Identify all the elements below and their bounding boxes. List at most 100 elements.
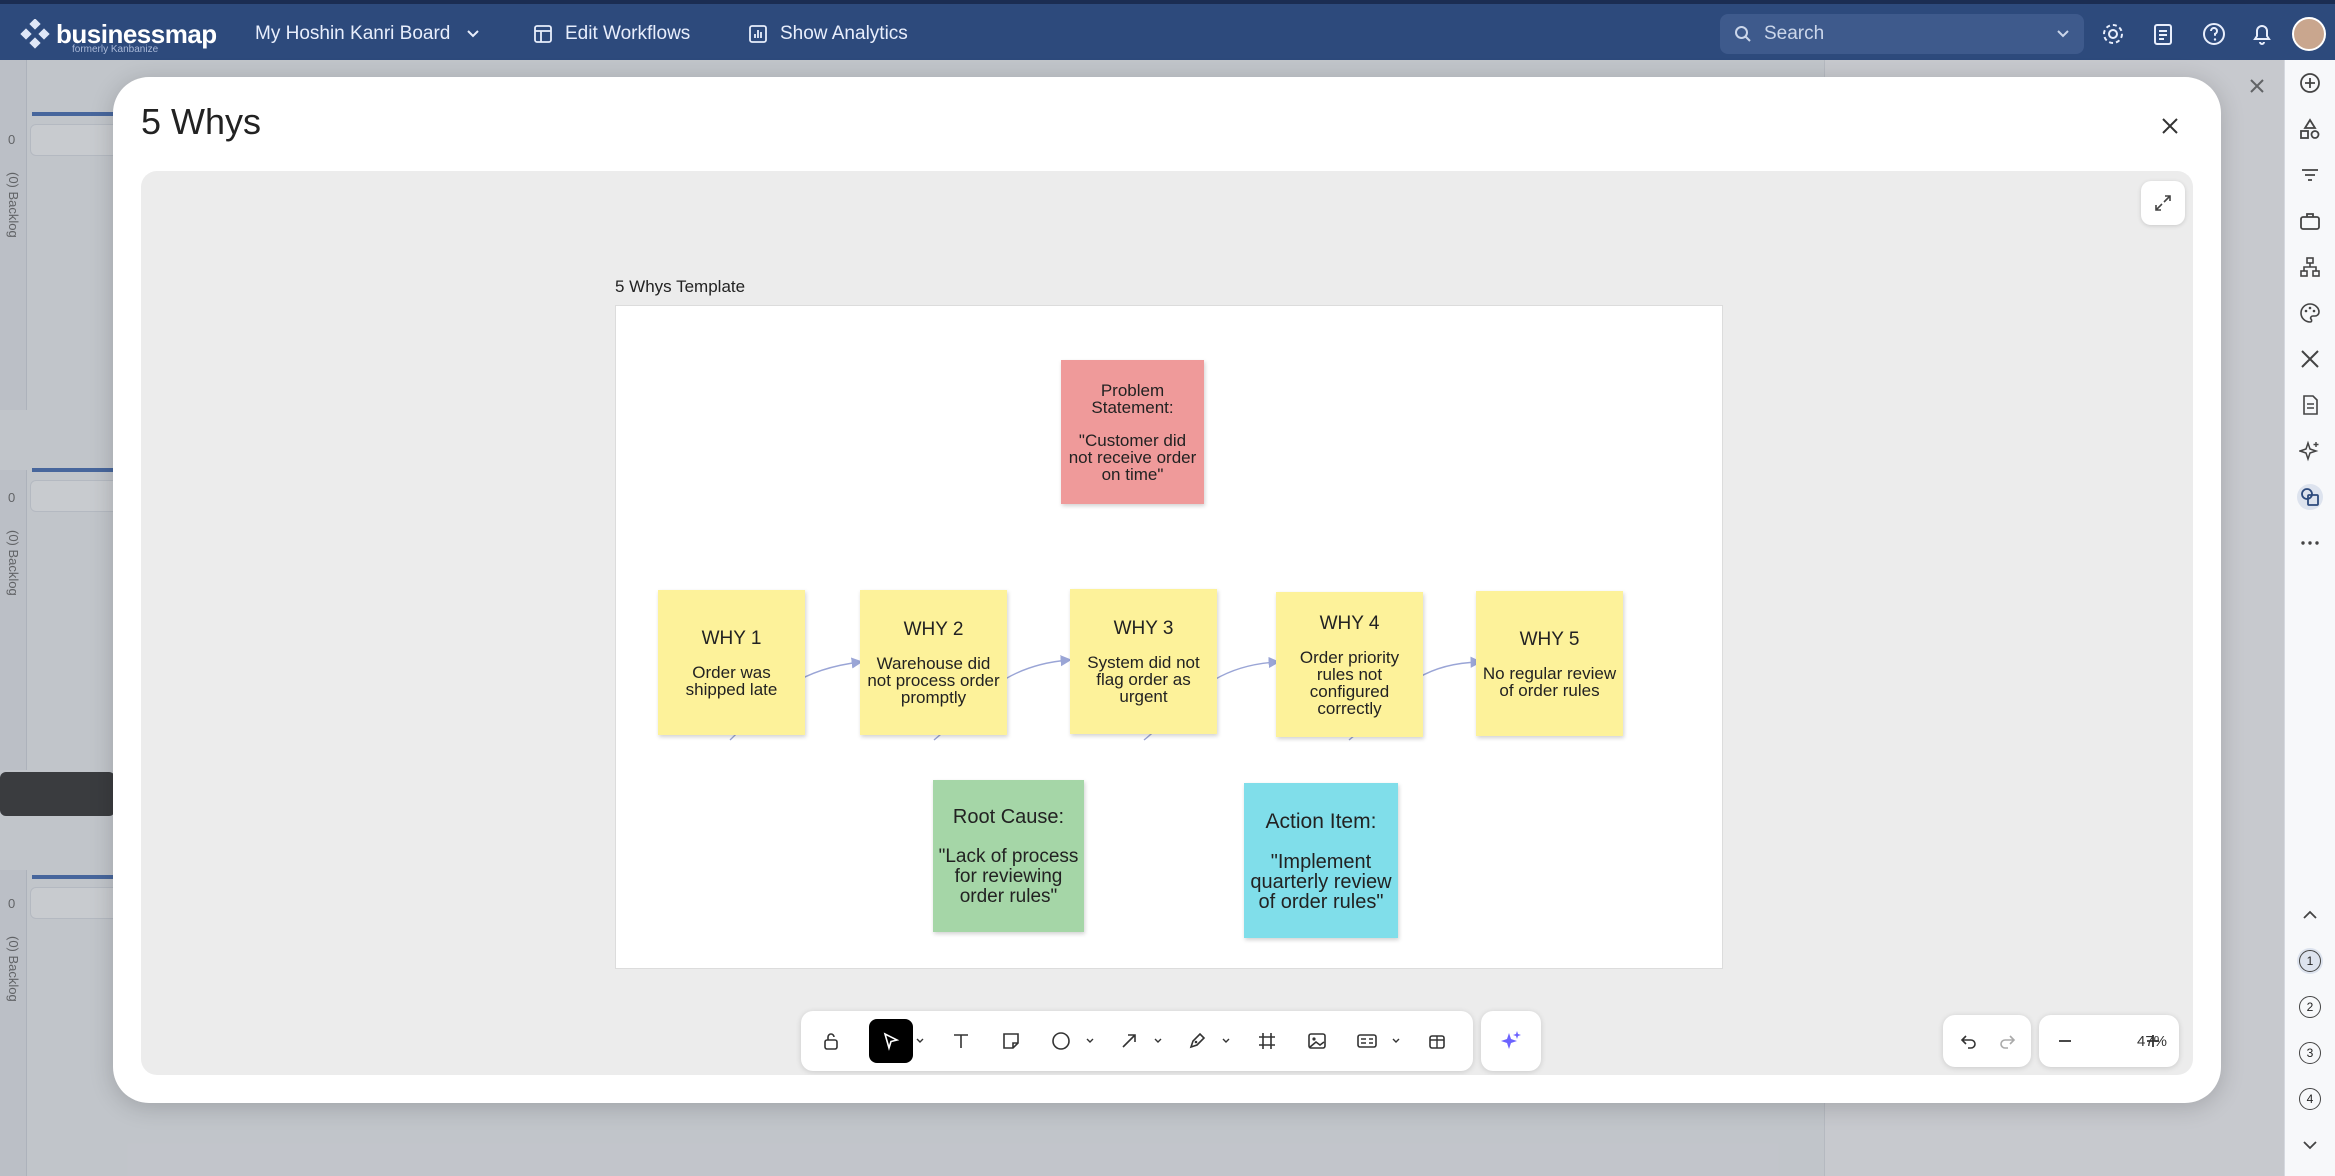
card-placeholder[interactable] xyxy=(0,772,115,816)
level-3-label: 3 xyxy=(2299,1042,2321,1064)
zoom-in-button[interactable] xyxy=(2131,1019,2175,1063)
pen-options-dropdown[interactable] xyxy=(1219,1031,1233,1051)
chevron-down-icon xyxy=(467,30,480,38)
text-icon xyxy=(954,1034,968,1048)
swimlane-header xyxy=(30,887,122,919)
level-2-button[interactable]: 2 xyxy=(2297,994,2323,1020)
select-tool-button[interactable] xyxy=(869,1019,913,1063)
zoom-out-button[interactable] xyxy=(2043,1019,2087,1063)
column-label: (0) Backlog xyxy=(6,936,21,1002)
zoom-toolbar: 47% xyxy=(2039,1015,2179,1067)
hierarchy-icon[interactable] xyxy=(2297,254,2323,280)
template-frame[interactable]: Problem Statement: "Customer did not rec… xyxy=(615,305,1723,969)
search-icon xyxy=(1735,26,1751,42)
image-icon xyxy=(1308,1033,1326,1049)
filter-icon[interactable] xyxy=(2297,162,2323,188)
edit-workflows-button[interactable]: Edit Workflows xyxy=(533,18,690,50)
show-analytics-button[interactable]: Show Analytics xyxy=(748,18,908,50)
problem-body: "Customer did not receive order on time" xyxy=(1068,430,1197,484)
column-label: (0) Backlog xyxy=(6,530,21,596)
close-icon[interactable] xyxy=(2249,78,2265,94)
card-tool-button[interactable] xyxy=(1345,1019,1389,1063)
help-icon[interactable] xyxy=(2200,20,2228,48)
shapes-icon[interactable] xyxy=(2297,116,2323,142)
briefcase-icon[interactable] xyxy=(2297,208,2323,234)
chevron-up-icon[interactable] xyxy=(2297,902,2323,928)
backlog-column-collapsed[interactable] xyxy=(0,870,27,1176)
notes-icon[interactable] xyxy=(2149,20,2177,48)
edit-workflows-label: Edit Workflows xyxy=(565,23,691,44)
sticky-note-tool-button[interactable] xyxy=(989,1019,1033,1063)
pen-tool-button[interactable] xyxy=(1175,1019,1219,1063)
frame-label[interactable]: 5 Whys Template xyxy=(615,277,746,296)
why-body: Order was shipped late xyxy=(685,662,778,699)
five-whys-modal: 5 Whys 5 Whys Template Problem Statement… xyxy=(113,77,2221,1103)
avatar[interactable] xyxy=(2292,17,2326,51)
logo-text: businessmap xyxy=(56,18,217,49)
more-icon[interactable] xyxy=(2297,530,2323,556)
minus-icon xyxy=(2059,1040,2071,1042)
why-2-note[interactable]: WHY 2 Warehouse did not process order pr… xyxy=(860,590,1007,735)
why-5-note[interactable]: WHY 5 No regular review of order rules xyxy=(1476,591,1623,736)
why-1-note[interactable]: WHY 1 Order was shipped late xyxy=(658,590,805,735)
ai-assist-button[interactable] xyxy=(1489,1019,1533,1063)
problem-statement-note[interactable]: Problem Statement: "Customer did not rec… xyxy=(1061,360,1204,504)
board-selector[interactable]: My Hoshin Kanri Board xyxy=(255,18,480,50)
frame-icon xyxy=(1259,1033,1275,1049)
why-body: No regular review of order rules xyxy=(1482,663,1617,700)
select-options-dropdown[interactable] xyxy=(913,1031,927,1051)
chevron-down-icon[interactable] xyxy=(2056,27,2070,41)
level-1-button[interactable]: 1 xyxy=(2297,948,2323,974)
workflow-icon xyxy=(534,25,552,43)
chevron-down-icon xyxy=(916,1038,924,1043)
palette-icon[interactable] xyxy=(2297,300,2323,326)
text-tool-button[interactable] xyxy=(939,1019,983,1063)
templates-icon xyxy=(1429,1035,1445,1049)
image-tool-button[interactable] xyxy=(1295,1019,1339,1063)
tools-icon[interactable] xyxy=(2297,346,2323,372)
search-input[interactable]: Search xyxy=(1720,14,2084,54)
add-icon[interactable] xyxy=(2297,70,2323,96)
gear-icon[interactable] xyxy=(2099,20,2127,48)
frame-tool-button[interactable] xyxy=(1245,1019,1289,1063)
expand-button[interactable] xyxy=(2141,181,2185,225)
root-cause-heading: Root Cause: xyxy=(952,805,1065,828)
swimlane-header xyxy=(30,124,122,156)
action-item-note[interactable]: Action Item: "Implement quarterly review… xyxy=(1244,783,1398,938)
search-placeholder: Search xyxy=(1764,23,1825,44)
document-icon[interactable] xyxy=(2297,392,2323,418)
why-3-note[interactable]: WHY 3 System did not flag order as urgen… xyxy=(1070,589,1217,734)
whiteboard-canvas[interactable]: 5 Whys Template Problem Statement: "Cust… xyxy=(141,171,2193,1075)
board-name: My Hoshin Kanri Board xyxy=(255,23,451,44)
sparkle-icon[interactable] xyxy=(2297,438,2323,464)
analytics-icon xyxy=(749,25,767,43)
backlog-column-collapsed[interactable] xyxy=(0,470,27,770)
why-heading: WHY 5 xyxy=(1519,628,1580,650)
level-4-button[interactable]: 4 xyxy=(2297,1086,2323,1112)
shape-options-dropdown[interactable] xyxy=(1083,1031,1097,1051)
root-cause-note[interactable]: Root Cause: "Lack of process for reviewi… xyxy=(933,780,1084,932)
businessmap-logo[interactable]: businessmap formerly Kanbanize xyxy=(20,14,217,55)
backlog-column-collapsed[interactable] xyxy=(0,60,27,410)
arrow-tool-button[interactable] xyxy=(1107,1019,1151,1063)
arrow-options-dropdown[interactable] xyxy=(1151,1031,1165,1051)
undo-button[interactable] xyxy=(1947,1019,1991,1063)
swimlane-header xyxy=(30,480,122,512)
templates-tool-button[interactable] xyxy=(1415,1019,1459,1063)
drawing-toolbar xyxy=(801,1011,1473,1071)
shape-tool-button[interactable] xyxy=(1039,1019,1083,1063)
redo-button[interactable] xyxy=(1985,1019,2029,1063)
level-2-label: 2 xyxy=(2299,996,2321,1018)
lock-button[interactable] xyxy=(809,1019,853,1063)
why-4-note[interactable]: WHY 4 Order priority rules not configure… xyxy=(1276,592,1423,737)
logo-subtitle: formerly Kanbanize xyxy=(72,44,159,55)
level-3-button[interactable]: 3 xyxy=(2297,1040,2323,1066)
whiteboard-icon[interactable] xyxy=(2297,484,2323,510)
close-button[interactable] xyxy=(2155,111,2185,141)
undo-icon xyxy=(1960,1035,1976,1049)
show-analytics-label: Show Analytics xyxy=(780,23,908,44)
bell-icon[interactable] xyxy=(2248,20,2276,48)
column-label: (0) Backlog xyxy=(6,172,21,238)
chevron-down-icon[interactable] xyxy=(2297,1132,2323,1158)
card-options-dropdown[interactable] xyxy=(1389,1031,1403,1051)
